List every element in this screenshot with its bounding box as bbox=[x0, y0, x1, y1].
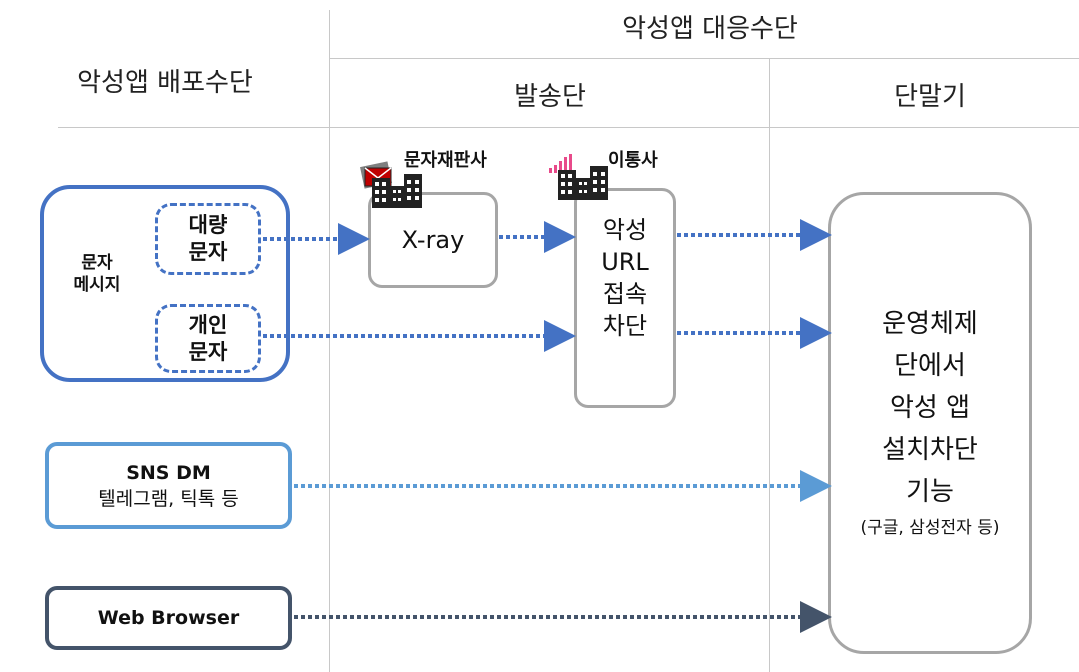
terminal-line2: 단에서 bbox=[894, 351, 966, 381]
signal-bars-icon bbox=[549, 154, 572, 173]
terminal-line4: 설치차단 bbox=[882, 435, 978, 465]
bulk-sms-line2: 문자 bbox=[188, 240, 228, 264]
terminal-line5: 기능 bbox=[906, 477, 954, 507]
divider-col1 bbox=[329, 10, 330, 672]
carrier-line1: 악성 bbox=[602, 216, 648, 244]
carrier-line4: 차단 bbox=[602, 312, 648, 340]
text-message-label: 문자 메시지 bbox=[52, 244, 142, 304]
divider-header-bottom bbox=[58, 127, 1079, 128]
carrier-caption: 이통사 bbox=[608, 150, 658, 171]
carrier-line2: URL bbox=[601, 248, 649, 276]
xray-box: X-ray bbox=[368, 192, 498, 288]
sns-dm-box: SNS DM 텔레그램, 틱톡 등 bbox=[45, 442, 292, 529]
personal-sms-line2: 문자 bbox=[188, 339, 228, 364]
terminal-note: (구글, 삼성전자 등) bbox=[860, 518, 1000, 538]
personal-sms-line1: 개인 bbox=[188, 312, 228, 337]
text-message-label-line2: 메시지 bbox=[73, 275, 121, 295]
text-message-label-line1: 문자 bbox=[81, 253, 113, 273]
sns-dm-subtitle: 텔레그램, 틱톡 등 bbox=[98, 487, 239, 510]
personal-sms-box: 개인 문자 bbox=[155, 304, 261, 373]
header-response-means: 악성앱 대응수단 bbox=[622, 14, 798, 44]
terminal-line3: 악성 앱 bbox=[889, 393, 971, 423]
bulk-sms-box: 대량 문자 bbox=[155, 203, 261, 275]
header-sender-side: 발송단 bbox=[514, 82, 586, 112]
header-terminal: 단말기 bbox=[894, 82, 966, 112]
web-browser-box: Web Browser bbox=[45, 586, 292, 650]
web-browser-label: Web Browser bbox=[97, 607, 240, 629]
sns-dm-title: SNS DM bbox=[126, 461, 211, 484]
header-distribution-means: 악성앱 배포수단 bbox=[77, 68, 253, 98]
carrier-box: 악성 URL 접속 차단 bbox=[574, 188, 676, 408]
bulk-sms-line1: 대량 bbox=[188, 213, 228, 237]
carrier-line3: 접속 bbox=[602, 280, 648, 308]
terminal-box: 운영체제 단에서 악성 앱 설치차단 기능 (구글, 삼성전자 등) bbox=[828, 192, 1032, 654]
divider-header-top bbox=[329, 58, 1079, 59]
terminal-line1: 운영체제 bbox=[882, 309, 978, 339]
carrier-building-icon bbox=[558, 166, 608, 200]
building-icon bbox=[372, 174, 422, 208]
xray-label: X-ray bbox=[401, 226, 465, 254]
divider-col2 bbox=[769, 58, 770, 672]
sms-reseller-caption: 문자재판사 bbox=[404, 150, 487, 171]
